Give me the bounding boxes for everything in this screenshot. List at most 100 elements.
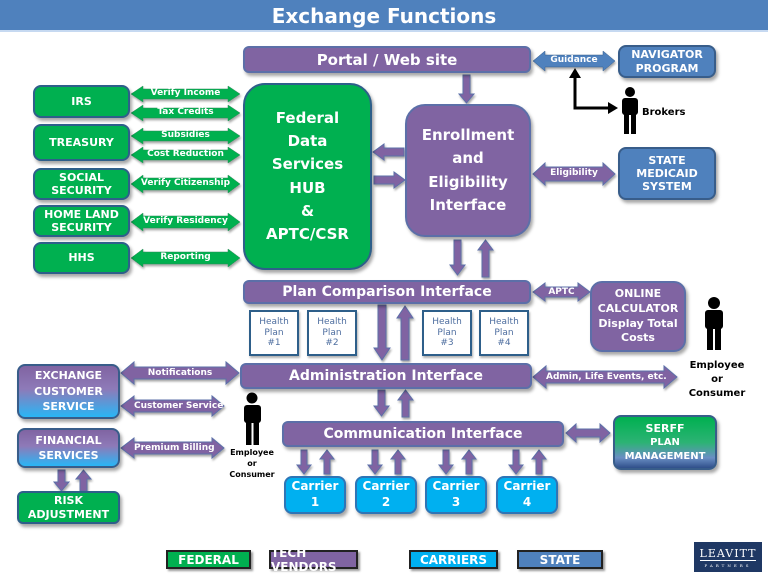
arrow-hub-to-enrollment [373,171,406,189]
carrier-line: 1 [310,495,320,509]
link-label-verify-residency: Verify Residency [143,216,228,226]
employee-label-line: Consumer [229,470,275,480]
health-plan-3: Health Plan #3 [422,310,472,356]
arrow-plan-down [373,304,391,361]
enrollment-line: Interface [429,195,507,214]
link-label-subsidies: Subsidies [161,130,210,140]
logo-line: LEAVITT [699,547,757,561]
legend-state: STATE [517,550,603,569]
brokers-connector [573,74,610,110]
employee-label-line: or [711,374,723,385]
arrow-admin-life-events [532,364,678,390]
serff-line: PLAN [650,437,680,449]
carrier-arrows [295,449,548,475]
carrier-line: 4 [522,495,532,509]
carrier-line: Carrier [291,479,339,494]
logo-line: PARTNERS [704,563,752,568]
hub-line: HUB [289,178,326,197]
hub-line: Data [287,132,328,150]
health-plan-line: Plan [264,327,284,338]
link-label-eligibility: Eligibility [550,168,598,178]
health-plan-line: #4 [497,338,511,349]
calculator-line: CALCULATOR [597,301,679,315]
carrier-1: Carrier 1 [284,476,346,514]
leavitt-partners-logo: LEAVITT PARTNERS [694,542,762,572]
arrow-eligibility [532,161,616,187]
arrow-portal-to-enrollment [457,74,476,104]
agency-social-security: SOCIAL SECURITY [33,168,130,200]
arrow-financial-up [74,469,93,492]
health-plan-2: Health Plan #2 [307,310,357,356]
carrier-line: Carrier [362,479,410,494]
calculator-line: ONLINE [614,286,662,300]
carrier-line: 3 [451,495,461,509]
health-plan-1: Health Plan #1 [249,310,299,356]
arrow-enrollment-down [449,239,466,276]
arrow-premium-billing [120,436,225,460]
arrow-guidance [532,50,616,72]
serff-line: MANAGEMENT [624,451,706,463]
link-label-premium-billing: Premium Billing [134,443,215,453]
plan-comparison-interface: Plan Comparison Interface [243,280,531,304]
administration-interface: Administration Interface [240,363,532,389]
health-plan-line: #1 [267,338,281,349]
health-plan-line: #2 [325,338,339,349]
employee-left-person-icon [244,392,261,445]
arrow-reporting [130,248,241,268]
carrier-2: Carrier 2 [355,476,417,514]
agency-hhs: HHS [33,242,130,274]
arrow-serff [565,422,611,444]
enrollment-line: and [452,149,484,168]
calculator-line: Costs [621,331,655,345]
arrow-plan-up [396,305,414,361]
health-plan-line: Plan [437,327,457,338]
link-label-reporting: Reporting [160,252,211,262]
arrow-tax-credits [130,104,241,122]
arrow-admin-down [373,389,390,417]
arrow-verify-citizenship [130,174,241,194]
arrow-enrollment-to-hub [372,143,405,161]
broker-person-icon [622,87,638,134]
health-plan-4: Health Plan #4 [479,310,529,356]
agency-treasury: TREASURY [33,124,130,161]
online-calculator: ONLINE CALCULATOR Display Total Costs [590,281,686,352]
agency-homeland-security: HOME LAND SECURITY [33,205,130,237]
portal-web-site: Portal / Web site [243,46,531,73]
arrow-verify-income [130,85,241,103]
health-plan-line: Plan [494,327,514,338]
agency-irs: IRS [33,85,130,118]
arrow-subsidies [130,127,241,145]
employee-right-person-icon [705,297,723,350]
serff-line: SERFF [645,421,685,435]
enrollment-eligibility-interface: Enrollment and Eligibility Interface [405,104,531,237]
communication-interface: Communication Interface [282,421,564,447]
carrier-line: Carrier [432,479,480,494]
link-label-notifications: Notifications [147,368,213,378]
health-plan-line: Health [432,316,462,327]
legend-tech-vendors: TECH VENDORS [269,546,358,574]
arrow-financial-down [52,469,71,492]
arrow-admin-up [397,389,414,418]
hub-line: Services [271,155,344,174]
financial-services: FINANCIAL SERVICES [17,428,120,468]
carrier-line: Carrier [503,479,551,494]
enrollment-line: Eligibility [428,172,508,191]
employee-consumer-left-label: Employee or Consumer [224,447,280,481]
brokers-label: Brokers [642,107,686,118]
link-label-aptc: APTC [548,287,575,297]
enrollment-line: Enrollment [421,126,515,144]
hub-line: APTC/CSR [266,225,349,243]
arrow-enrollment-up [477,239,494,278]
risk-adjustment: RISK ADJUSTMENT [17,491,120,524]
health-plan-line: #3 [440,338,454,349]
legend-federal: FEDERAL [166,550,251,569]
arrow-verify-residency [130,212,241,232]
arrow-cost-reduction [130,146,241,164]
carrier-line: 2 [381,495,391,509]
link-label-verify-citizenship: Verify Citizenship [140,178,231,188]
employee-label-line: Employee [230,448,274,457]
employee-label-line: Consumer [688,388,746,399]
hub-line: & [300,201,315,220]
page-title: Exchange Functions [0,0,768,32]
